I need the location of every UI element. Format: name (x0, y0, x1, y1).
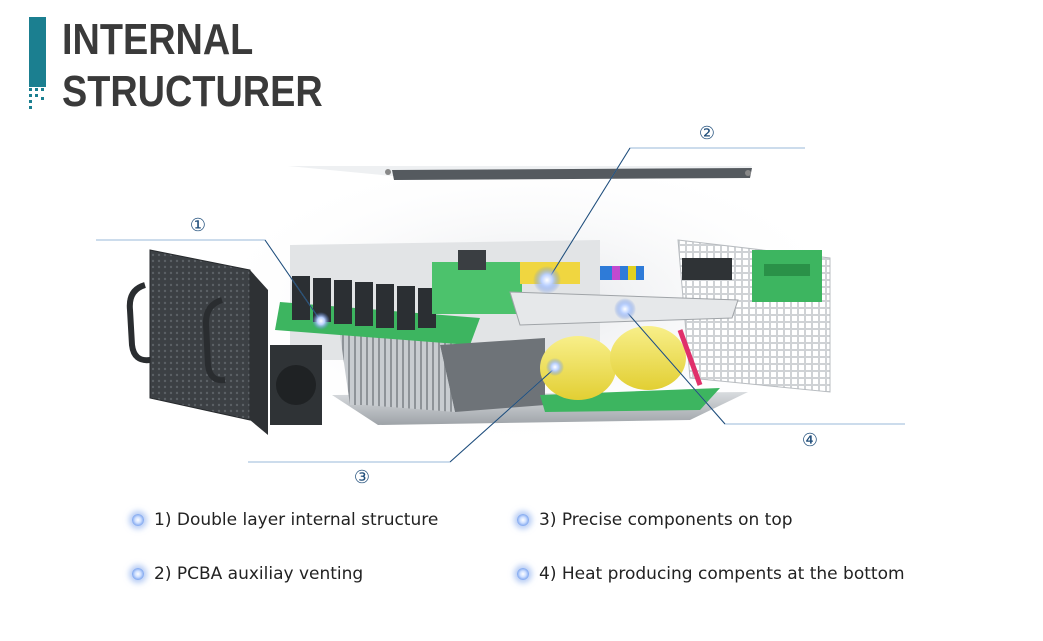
internal-structure-illustration (96, 147, 905, 463)
callout-number-1: ① (189, 215, 207, 236)
callout-number-2: ② (698, 123, 716, 144)
legend-text: 2) PCBA auxiliay venting (154, 564, 364, 584)
callout-number-3: ③ (353, 467, 371, 488)
legend-text: 4) Heat producing compents at the bottom (539, 564, 905, 584)
glow-bullet-icon (132, 514, 144, 526)
logo-pixel-icon (26, 86, 50, 110)
page-title: INTERNAL STRUCTURER (62, 14, 323, 118)
upper-pcb-layer (275, 250, 580, 345)
heatsink-block (350, 338, 545, 412)
legend-item-1: 1) Double layer internal structure (132, 510, 438, 530)
front-panel (126, 249, 322, 435)
legend-item-2: 2) PCBA auxiliay venting (132, 564, 363, 584)
logo-bar (29, 17, 46, 87)
marker-glow-2 (533, 266, 561, 294)
callout-number-4: ④ (801, 430, 819, 451)
title-line-2: STRUCTURER (62, 67, 323, 116)
marker-glow-3 (546, 358, 564, 376)
bottom-pcb-layer (540, 326, 720, 412)
glow-bullet-icon (132, 568, 144, 580)
legend-text: 1) Double layer internal structure (154, 510, 439, 530)
callout-lines (96, 147, 905, 463)
glow-bullet-icon (517, 568, 529, 580)
legend-item-4: 4) Heat producing compents at the bottom (517, 564, 905, 584)
marker-glow-1 (312, 312, 330, 330)
title-line-1: INTERNAL (62, 15, 254, 64)
glow-bullet-icon (517, 514, 529, 526)
top-lid (288, 166, 752, 180)
legend-text: 3) Precise components on top (539, 510, 793, 530)
marker-glow-4 (614, 298, 636, 320)
legend-item-3: 3) Precise components on top (517, 510, 793, 530)
rear-mesh-panel (677, 239, 831, 393)
